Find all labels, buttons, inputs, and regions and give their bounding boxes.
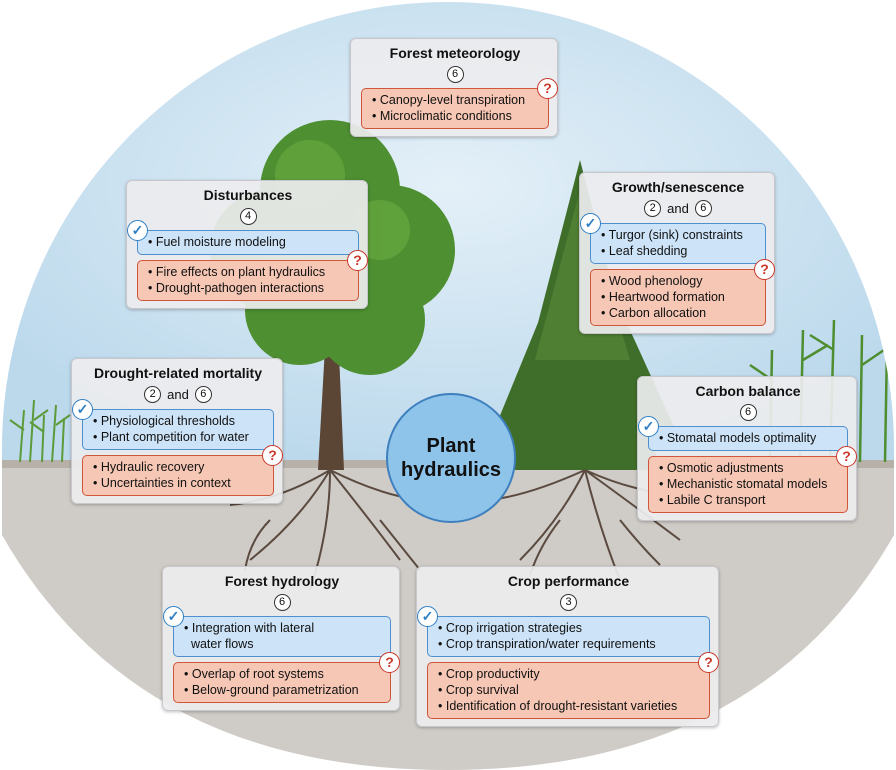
list-item: • Fuel moisture modeling [148,235,286,250]
known-applications-box: ✓ • Physiological thresholds • Plant com… [72,398,274,450]
question-mark-icon: ? [347,250,368,272]
panel-drought-mortality: Drought-related mortality 2 and 6 ✓ • Phys… [71,358,283,504]
open-questions-box: ? • Hydraulic recovery • Uncertainties i… [82,444,283,496]
hub-label-line1: Plant [426,435,476,457]
panel-title: Crop performance [507,573,630,589]
check-icon: ✓ [127,220,148,242]
open-questions-box: ? • Osmotic adjustments • Mechanistic st… [648,446,857,514]
check-icon: ✓ [163,606,184,628]
list-item: • Drought-pathogen interactions [148,281,325,296]
question-mark-icon: ? [754,258,775,280]
list-item: • Fire effects on plant hydraulics [148,265,326,280]
hub-label-line2: hydraulics [400,459,502,481]
list-item: • Crop survival [438,683,519,698]
known-applications-box: ✓ • Integration with lateral water flows [163,606,391,658]
panel-growth-senescence: Growth/senescence 2 and 6 ✓ • Turgor (sink… [579,172,775,334]
reference-numbers: 6 [173,593,391,612]
list-item: • Wood phenology [601,273,703,288]
reference-numbers: 6 [361,65,549,84]
list-item: • Carbon allocation [601,305,707,320]
list-item: • Crop irrigation strategies [438,621,583,636]
reference-numbers: 2 and 6 [82,385,274,404]
panel-title: Disturbances [203,187,293,203]
panel-title: Drought-related mortality [93,365,262,381]
panel-title: Forest meteorology [389,45,521,61]
list-item: • Mechanistic stomatal models [659,477,828,492]
reference-badge: 2 [644,200,662,218]
reference-badge: 6 [739,404,757,422]
crops-left [9,399,71,463]
list-item: • Integration with lateral [184,621,315,636]
reference-numbers: 4 [137,207,359,226]
question-mark-icon: ? [379,652,400,674]
list-item: • Labile C transport [659,493,766,508]
list-item: • Below-ground parametrization [184,683,359,698]
reference-numbers: 6 [648,403,848,422]
panel-carbon-balance: Carbon balance 6 ✓ • Stomatal models opt… [637,376,857,522]
list-item: • Microclimatic conditions [372,109,512,124]
reference-badge: 6 [194,386,212,404]
check-icon: ✓ [580,212,601,234]
open-questions-box: ? • Fire effects on plant hydraulics • D… [137,250,368,302]
reference-badge: 4 [239,208,257,226]
list-item: • Crop productivity [438,667,540,682]
known-applications-box: ✓ • Fuel moisture modeling [127,220,359,256]
list-item: • Identification of drought-resistant va… [438,699,678,714]
question-mark-icon: ? [262,444,283,466]
panel-disturbances: Disturbances 4 ✓ • Fuel moisture modelin… [126,180,368,310]
list-item: • Crop transpiration/water requirements [438,637,656,652]
panel-title: Growth/senescence [611,179,745,195]
known-applications-box: ✓ • Crop irrigation strategies • Crop tr… [417,606,710,658]
list-item: • Leaf shedding [601,243,688,258]
panel-title: Forest hydrology [224,573,340,589]
list-item: • Heartwood formation [601,289,725,304]
and-label: and [667,200,689,216]
list-item: • Stomatal models optimality [659,431,817,446]
list-item: • Physiological thresholds [93,413,235,428]
reference-badge: 2 [144,386,162,404]
reference-numbers: 2 and 6 [590,199,766,218]
open-questions-box: ? • Overlap of root systems • Below-grou… [173,652,400,704]
list-item: • Plant competition for water [93,429,249,444]
question-mark-icon: ? [537,78,558,100]
question-mark-icon: ? [698,652,719,674]
question-mark-icon: ? [836,446,857,468]
panel-crop-performance: Crop performance 3 ✓ • Crop irrigation s… [416,566,719,728]
check-icon: ✓ [417,606,438,628]
list-item: • Canopy-level transpiration [372,93,526,108]
check-icon: ✓ [638,416,659,438]
reference-badge: 6 [694,200,712,218]
list-item: • Overlap of root systems [184,667,324,682]
and-label: and [167,386,189,402]
list-item: • Hydraulic recovery [93,459,205,474]
known-applications-box: ✓ • Turgor (sink) constraints • Leaf she… [580,212,766,264]
reference-numbers: 3 [427,593,710,612]
panel-forest-meteorology: Forest meteorology 6 ? • Canopy-level tr… [350,38,558,138]
reference-badge: 6 [446,66,464,84]
list-item: • Uncertainties in context [93,475,231,490]
reference-badge: 6 [273,594,291,612]
check-icon: ✓ [72,398,93,420]
list-item: water flows [184,637,254,652]
panel-title: Carbon balance [695,383,801,399]
open-questions-box: ? • Canopy-level transpiration • Microcl… [361,78,558,130]
panel-forest-hydrology: Forest hydrology 6 ✓ • Integration with … [162,566,400,712]
reference-badge: 3 [560,594,577,612]
plant-hydraulics-hub: Plant hydraulics [386,393,516,523]
known-applications-box: ✓ • Stomatal models optimality [638,416,848,452]
open-questions-box: ? • Crop productivity • Crop survival • … [427,652,719,720]
list-item: • Osmotic adjustments [659,461,784,476]
open-questions-box: ? • Wood phenology • Heartwood formation… [590,258,775,326]
list-item: • Turgor (sink) constraints [601,227,743,242]
